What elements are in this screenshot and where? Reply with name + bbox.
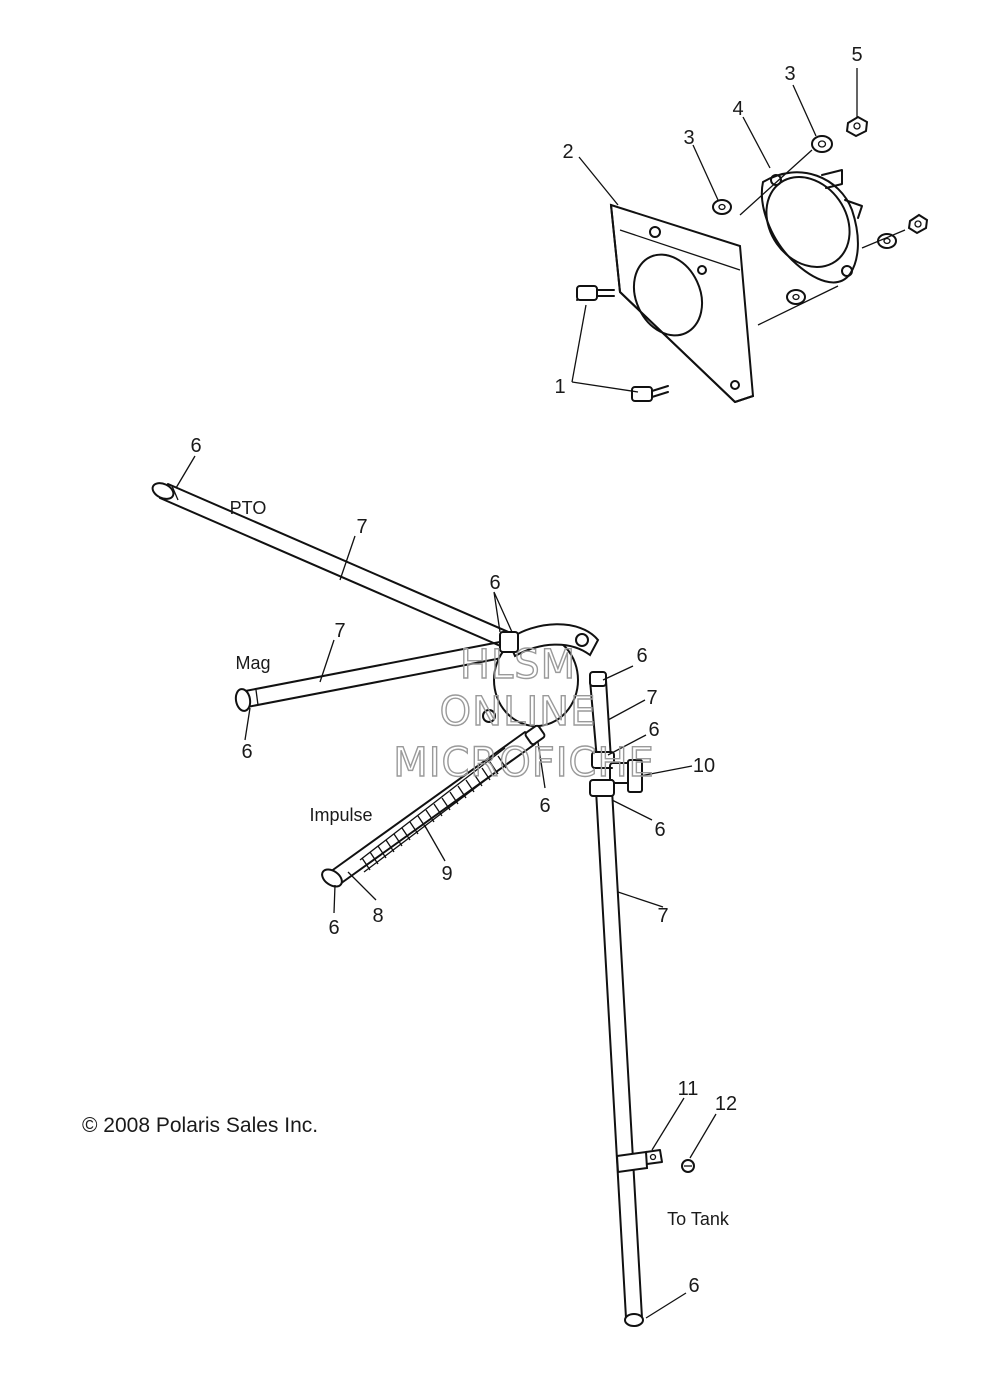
callout-7-lower: 7 [657,905,668,927]
label-to-tank: To Tank [667,1209,730,1229]
mag-hose [234,640,508,712]
callout-7-mag: 7 [334,620,345,642]
callout-6-mag: 6 [241,741,252,763]
callout-6-right-top: 6 [636,645,647,667]
hose-labels: PTO Mag Impulse To Tank [230,498,730,1229]
callout-6-impulse-end: 6 [328,917,339,939]
callout-4: 4 [732,98,743,120]
pto-hose [151,482,514,649]
watermark: HLSM ONLINE MICROFICHE [392,641,655,786]
label-impulse: Impulse [309,805,372,825]
callout-7-pto: 7 [356,516,367,538]
callout-6-pulse-fit: 6 [539,795,550,817]
callout-6-junction: 6 [489,572,500,594]
callout-1: 1 [554,376,565,398]
tank-hose-upper [589,671,615,769]
watermark-line-1: HLSM [460,642,576,688]
bracket-bolts [576,285,669,402]
callout-2: 2 [562,141,573,163]
callout-10: 10 [693,755,715,777]
callout-6-bottom: 6 [688,1275,699,1297]
callout-numbers: 1 2 3 3 4 5 6 6 6 6 6 6 6 6 6 7 7 7 7 8 … [190,44,862,1297]
callout-9: 9 [441,863,452,885]
callout-3b: 3 [784,63,795,85]
label-mag: Mag [235,653,270,673]
callout-6-tee-low: 6 [654,819,665,841]
callout-12: 12 [715,1093,737,1115]
pulse-fuel-pump [482,623,600,727]
assembly-lines [739,149,906,326]
copyright-notice: © 2008 Polaris Sales Inc. [82,1114,318,1137]
leader-lines [175,68,858,1319]
callout-6-pto: 6 [190,435,201,457]
washers-and-nuts [712,115,929,305]
hose-clip [615,1149,663,1174]
clip-screw [681,1159,695,1173]
fuel-pump [760,169,863,284]
callout-7-upper: 7 [646,687,657,709]
impulse-hose [321,724,546,888]
callout-11: 11 [678,1078,699,1100]
callout-5: 5 [851,44,862,66]
callout-6-mid: 6 [648,719,659,741]
mounting-bracket [609,203,755,404]
callout-3a: 3 [683,127,694,149]
label-pto: PTO [230,498,267,518]
callout-8: 8 [372,905,383,927]
impulse-hose-ribs [361,755,507,871]
tank-hose-lower [589,779,644,1327]
watermark-line-2: ONLINE [440,689,597,735]
watermark-line-3: MICROFICHE [393,740,655,786]
